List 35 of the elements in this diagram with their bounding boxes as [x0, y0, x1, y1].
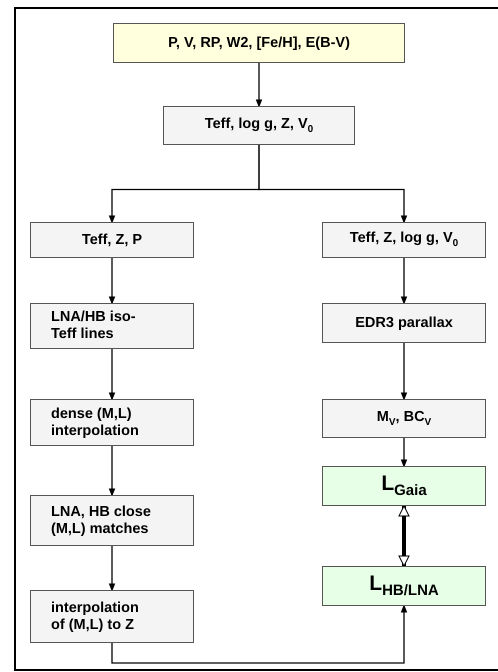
box-label: interpolation of (M,L) to Z	[51, 600, 140, 634]
arrow	[111, 604, 408, 664]
box-label: Teff, log g, Z, V$_{0}$	[204, 116, 314, 136]
box-label: P, V, RP, W2, [Fe/H], E(B-V)	[168, 34, 350, 52]
box-label: M$_{V}$, BC$_{V}$	[376, 408, 432, 428]
process-box	[163, 106, 355, 145]
arrow	[108, 258, 116, 304]
box-label: LNA/HB iso-Teff lines	[51, 309, 137, 343]
arrow	[398, 506, 410, 566]
box-label: Teff, Z, P	[82, 232, 142, 248]
process-box	[322, 303, 486, 343]
arrow	[258, 145, 408, 224]
process-box	[30, 222, 194, 258]
box-label: dense (M,L) interpolation	[51, 406, 140, 440]
box-label: L$_{HB/LNA}$	[369, 572, 439, 600]
box-label: LNA, HB close (M,L) matches	[51, 504, 152, 538]
process-box	[30, 399, 194, 446]
process-box	[30, 303, 194, 349]
arrow	[400, 438, 408, 468]
arrow	[108, 446, 116, 496]
process-box	[322, 466, 486, 506]
arrow	[256, 63, 262, 108]
box-label: Teff, Z, log g, V$_{0}$	[350, 230, 458, 250]
process-box	[113, 23, 405, 63]
box-label: EDR3 parallax	[355, 314, 453, 332]
arrow	[400, 343, 408, 400]
arrow	[400, 258, 408, 304]
process-box	[322, 566, 486, 606]
process-box	[30, 495, 194, 546]
process-box	[322, 399, 486, 438]
process-box	[322, 222, 486, 258]
arrow	[108, 546, 116, 592]
process-box	[30, 590, 194, 643]
box-label: L$_{Gaia}$	[381, 472, 427, 500]
arrow	[108, 349, 116, 400]
